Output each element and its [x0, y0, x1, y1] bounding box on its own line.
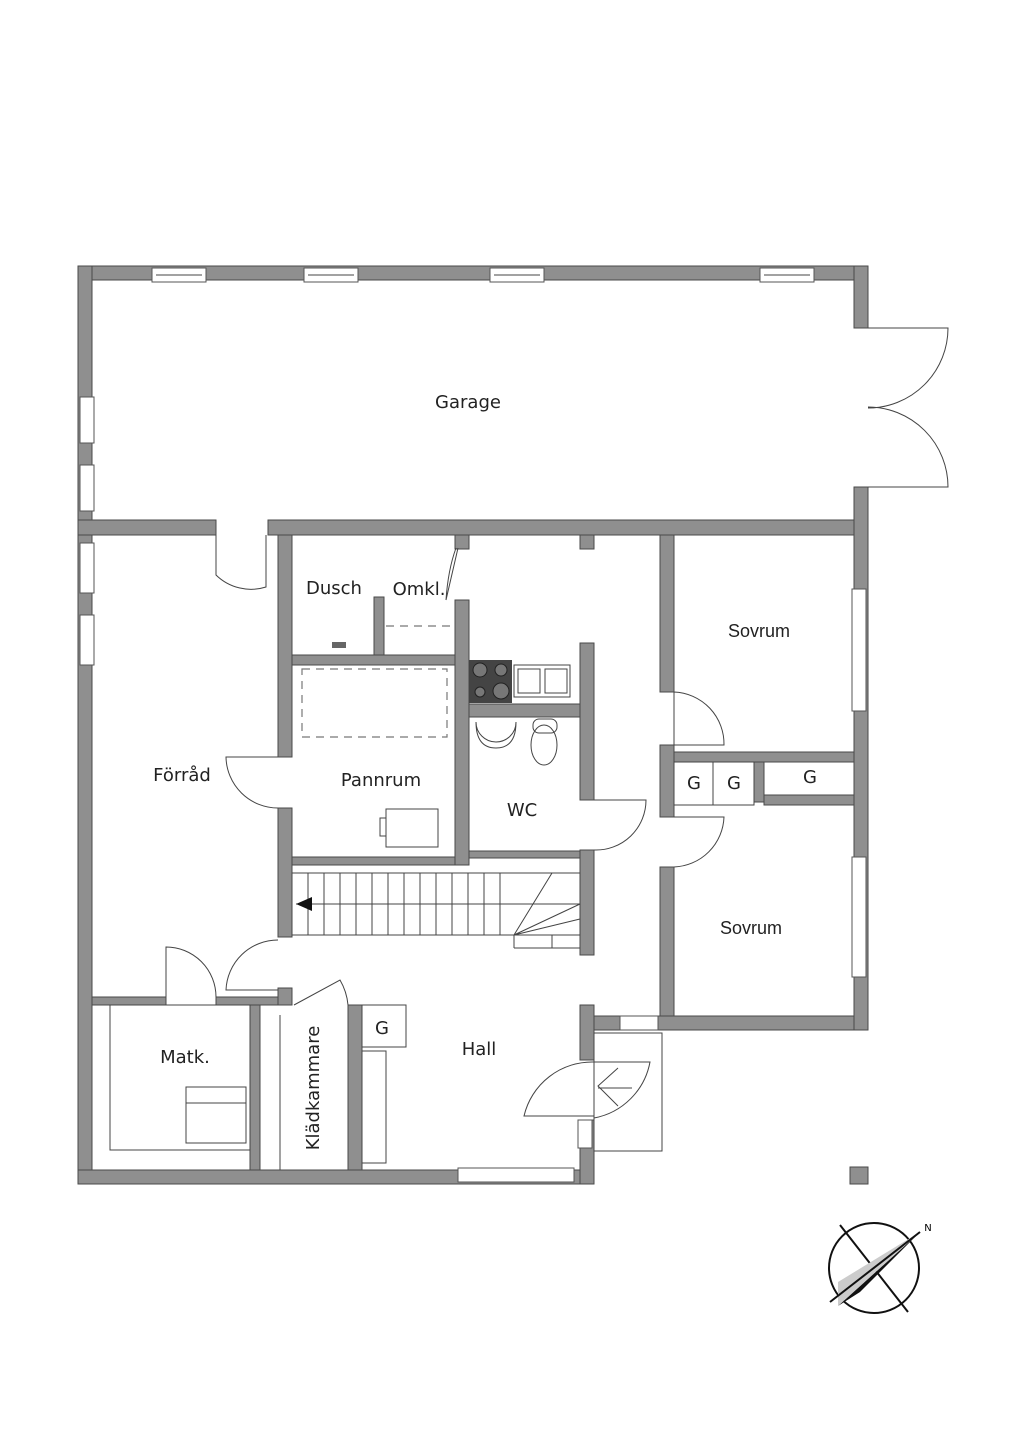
- room-label-sovrum-2: Sovrum: [720, 918, 782, 938]
- closet-label: G: [687, 773, 701, 794]
- room-label-forrad: Förråd: [153, 765, 211, 786]
- doors: [165, 327, 949, 1152]
- room-label-matk: Matk.: [160, 1047, 210, 1068]
- room-label-dusch: Dusch: [306, 578, 362, 599]
- room-label-hall: Hall: [462, 1039, 497, 1060]
- staircase: [291, 872, 581, 949]
- windows: [79, 267, 867, 1183]
- room-label-wc: WC: [507, 800, 537, 821]
- room-label-pannrum: Pannrum: [341, 770, 421, 791]
- closet-label: G: [375, 1018, 389, 1039]
- room-label-garage: Garage: [435, 392, 501, 413]
- room-label-omkl: Omkl.: [393, 579, 446, 600]
- closet-label: G: [803, 767, 817, 788]
- room-label-kladkammare: Klädkammare: [303, 1026, 324, 1151]
- closet-label: G: [727, 773, 741, 794]
- room-label-sovrum-1: Sovrum: [728, 621, 790, 641]
- fixtures: [109, 625, 755, 1170]
- compass: [828, 1222, 921, 1314]
- compass-north-label: N: [924, 1223, 931, 1234]
